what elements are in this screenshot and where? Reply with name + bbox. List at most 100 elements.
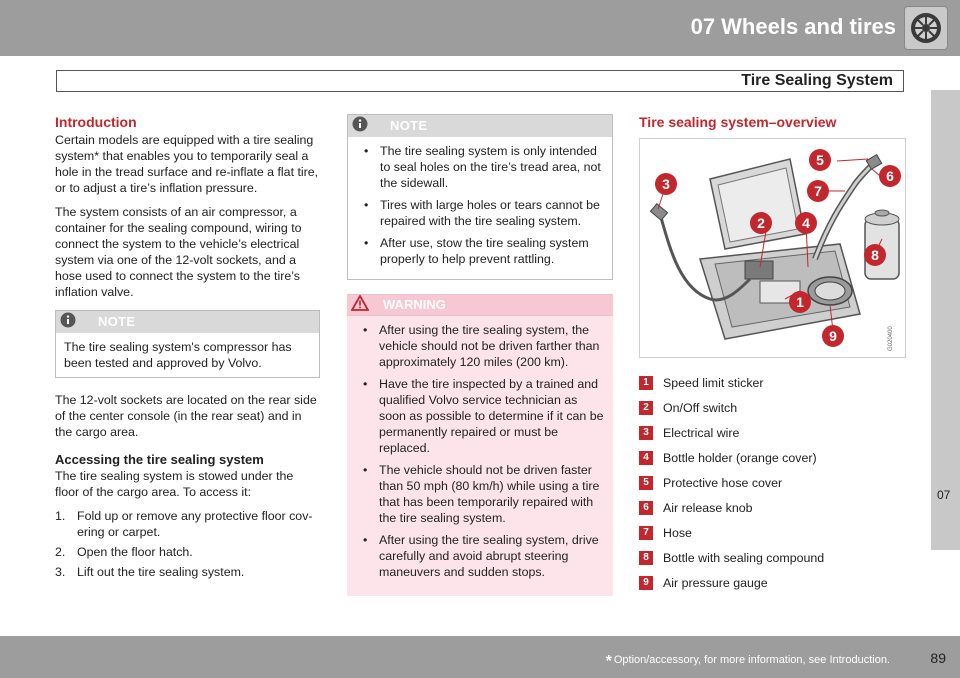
legend-item: 3 Electrical wire [639,420,909,445]
chapter-title: 07 Wheels and tires [690,14,896,39]
list-item: 1. Fold up or remove any protective floor… [55,508,320,540]
list-item: The tire sealing system is only intended… [356,143,604,191]
step-number: 2. [55,545,66,559]
step-number: 1. [55,509,66,523]
section-title: Tire Sealing System [741,72,893,89]
callout-6: 6 [879,165,901,187]
callout-1: 1 [789,291,811,313]
overview-legend: 1 Speed limit sticker 2 On/Off switch 3 Ele… [639,370,909,595]
callout-3: 3 [655,173,677,195]
callout-number: 8 [871,247,879,263]
step-text: Lift out the tire sealing system. [77,565,245,579]
legend-text: Protective hose cover [663,475,783,490]
note-text: The tire sealing system's compressor has… [64,340,292,370]
legend-text: Air pressure gauge [663,575,768,590]
warning-body: After using the tire sealing system, the… [347,316,613,596]
legend-number: 1 [639,375,653,390]
wheel-icon [904,6,948,50]
warning-triangle-icon [350,294,370,315]
chapter-side-tab [931,90,960,550]
note-label: NOTE [98,314,136,329]
info-icon [352,116,368,136]
note-header: NOTE [56,311,319,333]
access-paragraph: The tire sealing system is stowed under … [55,469,294,499]
warning-bullet-list: After using the tire sealing system, the… [355,322,605,580]
list-item: Have the tire inspected by a trained and… [355,376,605,456]
legend-text: Hose [663,525,692,540]
legend-number: 8 [639,550,653,565]
note-body: The tire sealing system is only intended… [348,137,612,279]
column-introduction: Introduction Certain models are equipped… [55,114,320,584]
legend-text: Air release knob [663,500,753,515]
legend-item: 7 Hose [639,520,909,545]
callout-number: 7 [814,183,822,199]
introduction-heading: Introduction [55,114,137,130]
callout-9: 9 [822,325,844,347]
column-overview: Tire sealing system–overview [639,114,909,595]
list-item: Tires with large holes or tears cannot b… [356,197,604,229]
legend-item: 6 Air release knob [639,495,909,520]
list-item: After using the tire sealing system, the… [355,322,605,370]
note-label: NOTE [390,118,428,133]
callout-number: 6 [886,168,894,184]
intro-paragraph-1: Certain models are equipped with a tire … [55,133,319,195]
legend-item: 4 Bottle holder (orange cover) [639,445,909,470]
legend-text: Bottle with sealing compound [663,550,825,565]
list-item: The vehicle should not be driven faster … [355,462,605,526]
legend-text: Electrical wire [663,425,740,440]
legend-number: 4 [639,450,653,465]
callout-5: 5 [809,149,831,171]
legend-item: 9 Air pressure gauge [639,570,909,595]
callout-number: 5 [816,152,824,168]
legend-text: On/Off switch [663,400,738,415]
footnote-star: * [605,653,612,670]
info-icon [60,312,76,332]
note-box-usage: NOTE The tire sealing system is only int… [347,114,613,280]
warning-header: WARNING [347,294,613,316]
note-header: NOTE [348,115,612,137]
chapter-side-tab-label: 07 [937,488,951,502]
step-text: Open the floor hatch. [77,545,193,559]
note-bullet-list: The tire sealing system is only intended… [356,143,604,267]
legend-number: 9 [639,575,653,590]
legend-number: 7 [639,525,653,540]
legend-item: 5 Protective hose cover [639,470,909,495]
list-item: 3. Lift out the tire sealing system. [55,564,320,580]
callout-number: 1 [796,294,804,310]
legend-number: 2 [639,400,653,415]
intro-paragraph-2: The system consists of an air compressor… [55,205,302,299]
footnote: *Option/accessory, for more information,… [606,653,890,671]
figure-code: G020400 [888,326,894,351]
list-item: After use, stow the tire sealing system … [356,235,604,267]
legend-item: 2 On/Off switch [639,395,909,420]
access-steps-list: 1. Fold up or remove any protective floor… [55,508,320,580]
tire-sealing-kit-illustration: 1 2 3 4 5 6 7 8 9 G020400 [639,138,906,358]
legend-number: 5 [639,475,653,490]
callout-number: 3 [662,176,670,192]
legend-item: 8 Bottle with sealing compound [639,545,909,570]
page-footer: *Option/accessory, for more information,… [0,636,960,678]
callout-number: 2 [757,215,765,231]
footnote-text: Option/accessory, for more information, … [613,654,890,666]
overview-heading: Tire sealing system–overview [639,114,837,130]
callout-7: 7 [807,180,829,202]
callout-2: 2 [750,212,772,234]
legend-number: 3 [639,425,653,440]
accessing-subheading: Accessing the tire sealing system [55,452,264,467]
chapter-header-bar: 07 Wheels and tires [0,0,960,56]
legend-text: Bottle holder (orange cover) [663,450,817,465]
step-number: 3. [55,565,66,579]
legend-item: 1 Speed limit sticker [639,370,909,395]
list-item: After using the tire sealing system, dri… [355,532,605,580]
callout-number: 4 [802,215,810,231]
callout-number: 9 [829,328,837,344]
legend-number: 6 [639,500,653,515]
step-text: Fold up or remove any protective floor c… [77,509,313,539]
column-notes-warnings: NOTE The tire sealing system is only int… [347,114,613,596]
callout-4: 4 [795,212,817,234]
legend-text: Speed limit sticker [663,375,764,390]
note-box-compressor: NOTE The tire sealing system's compresso… [55,310,320,378]
list-item: 2. Open the floor hatch. [55,544,320,560]
sockets-paragraph: The 12-volt sockets are located on the r… [55,393,317,439]
callout-8: 8 [864,244,886,266]
